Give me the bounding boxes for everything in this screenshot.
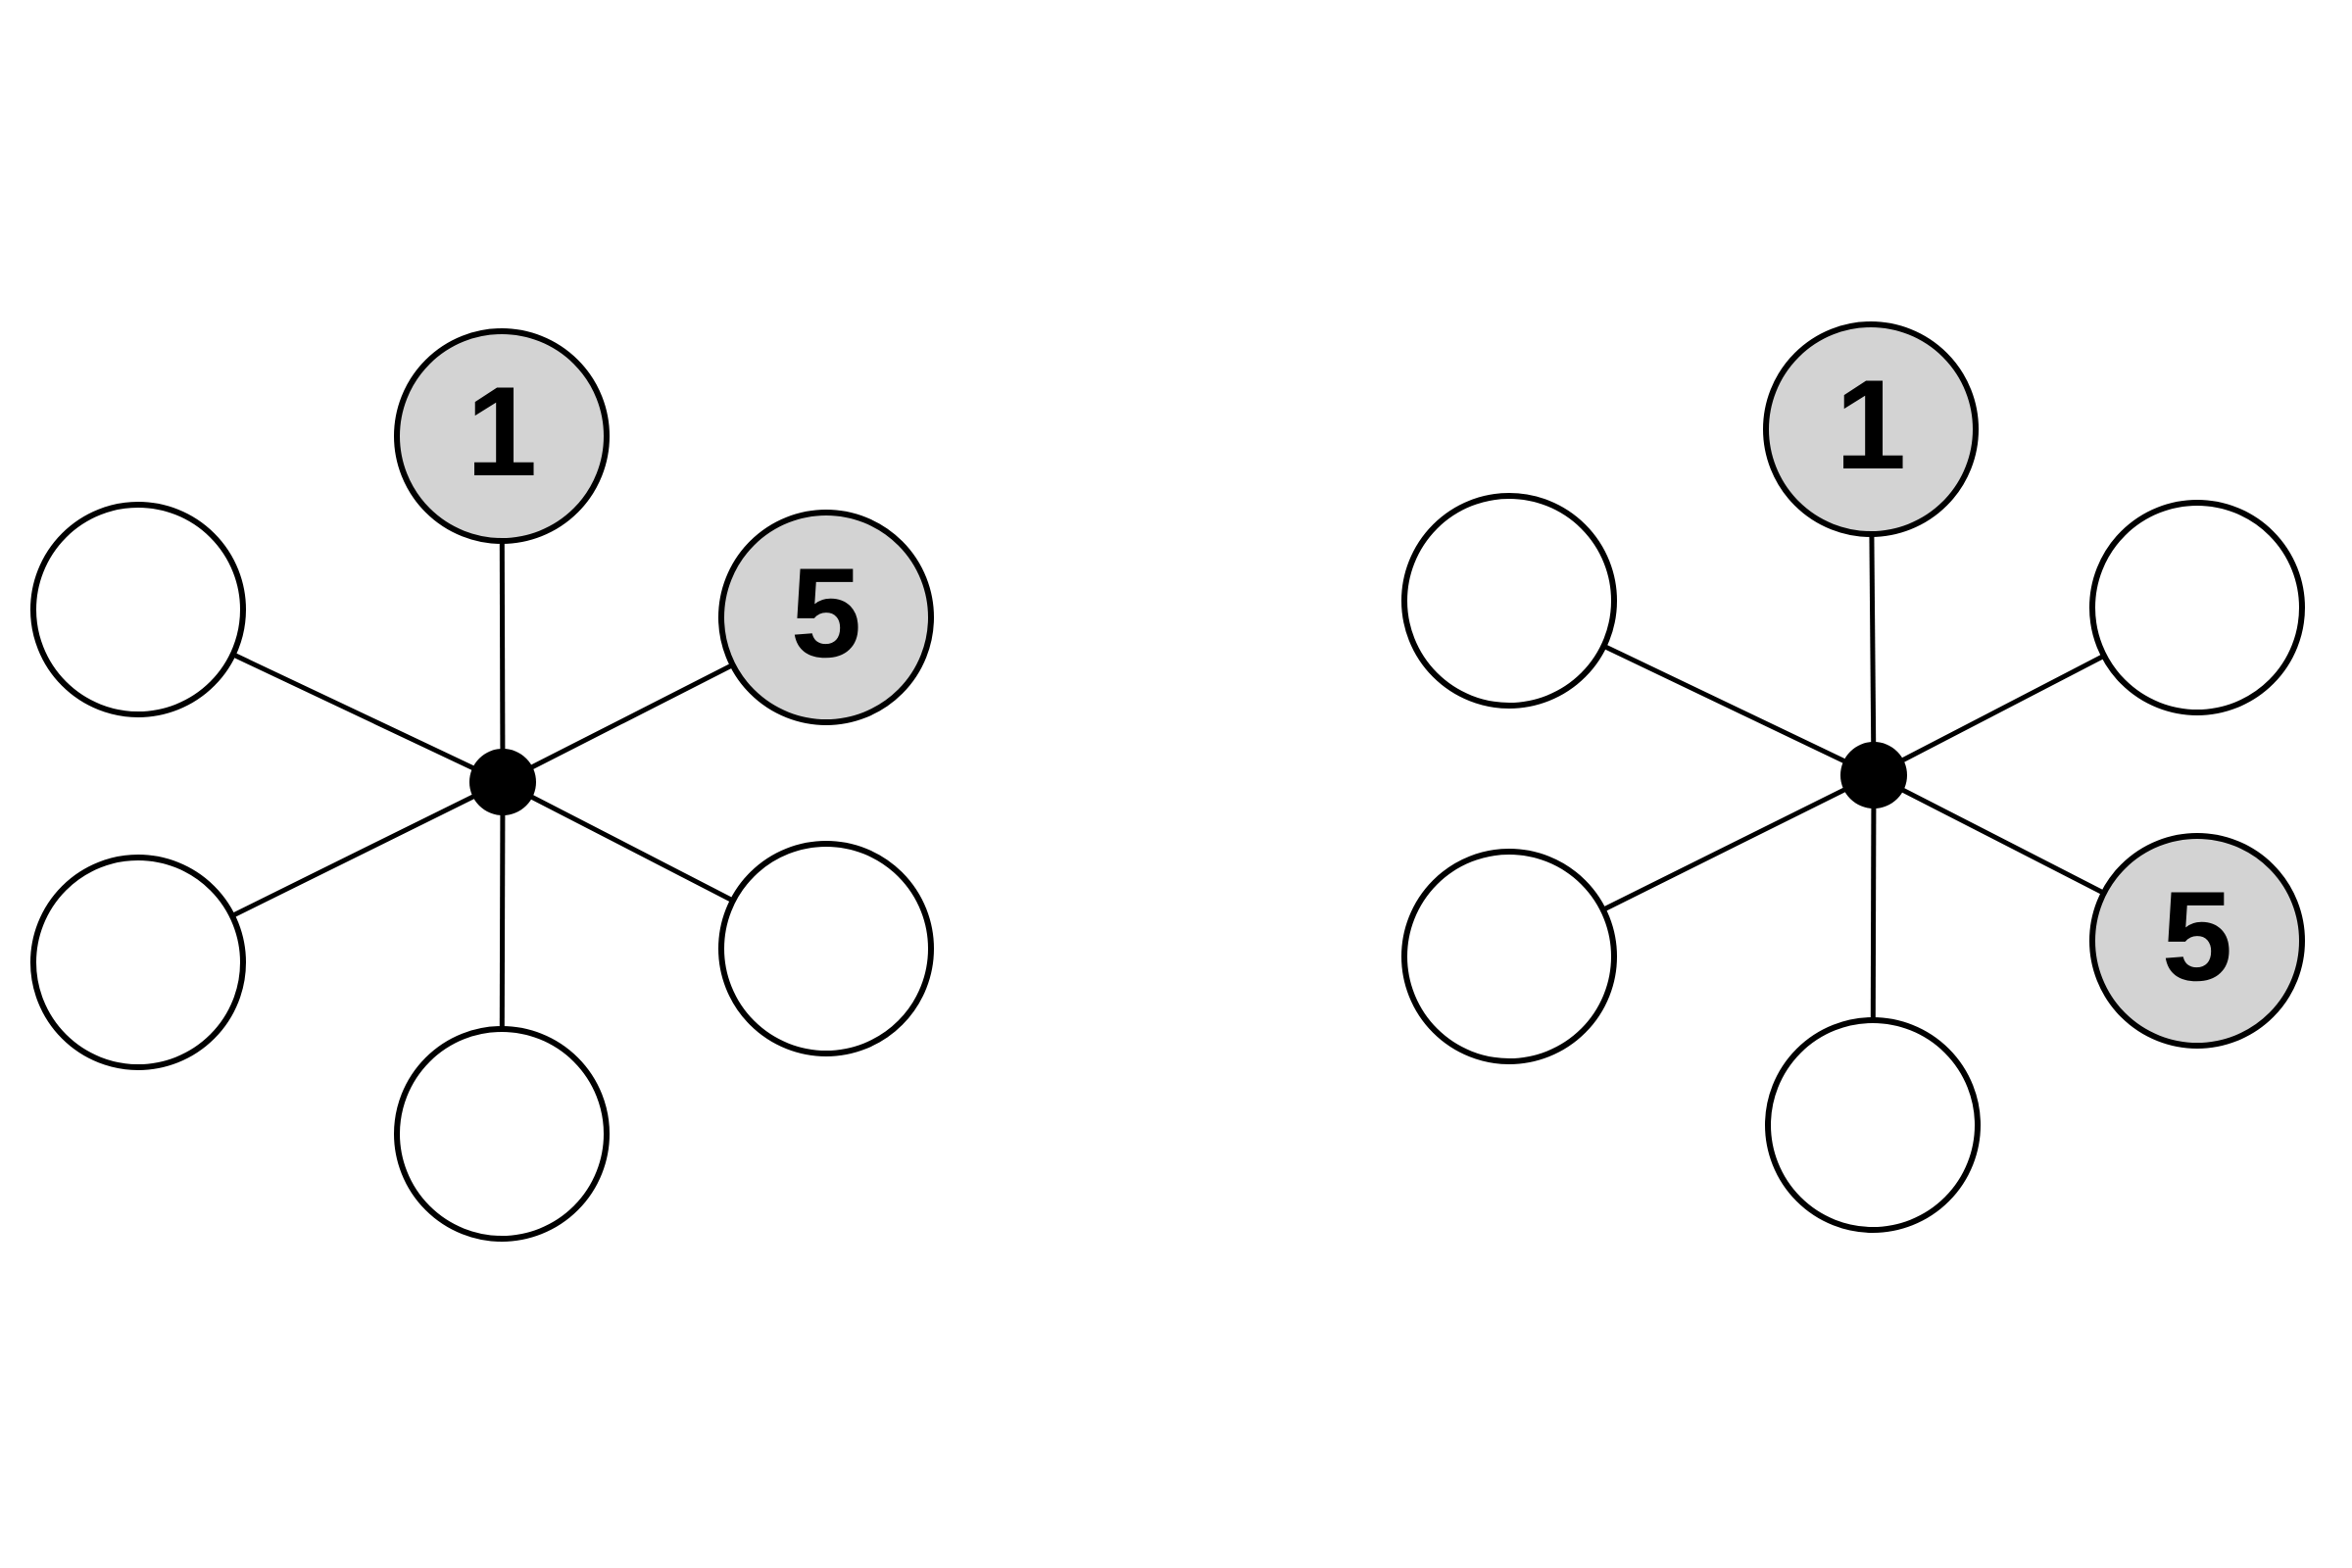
node-label-lower-right: 5	[2162, 864, 2232, 1007]
node-circle-lower-left	[30, 855, 246, 1070]
hub-dot	[1840, 742, 1907, 808]
left-star-group: 15	[30, 328, 934, 1242]
node-circle-bottom	[1765, 1017, 1981, 1233]
node-label-top: 1	[466, 360, 537, 503]
node-circle-upper-right	[2089, 500, 2305, 715]
node-circle-bottom	[394, 1026, 610, 1242]
node-circle-upper-right	[718, 510, 934, 725]
right-star-group: 15	[1401, 321, 2305, 1233]
node-circle-upper-left	[1401, 493, 1617, 709]
node-label-top: 1	[1836, 353, 1906, 496]
node-circle-lower-left	[1401, 849, 1617, 1064]
hub-dot	[469, 749, 536, 815]
node-circle-top	[394, 328, 610, 544]
node-label-upper-right: 5	[791, 541, 861, 684]
node-circle-upper-left	[30, 502, 246, 717]
node-circle-top	[1763, 321, 1979, 537]
node-circle-lower-right	[2089, 833, 2305, 1049]
node-circle-lower-right	[718, 841, 934, 1056]
